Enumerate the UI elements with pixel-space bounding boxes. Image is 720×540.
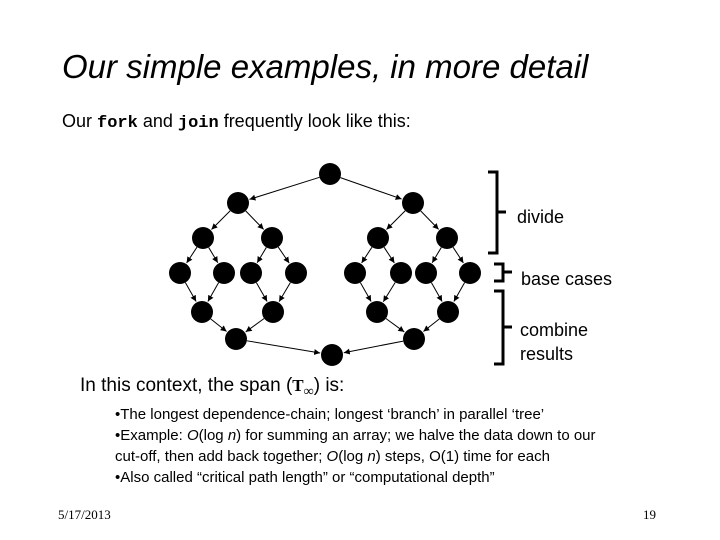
label-divide: divide xyxy=(517,207,565,227)
dag-edge-R2b-b8 xyxy=(452,246,464,264)
dag-edge-R1-R2a xyxy=(386,210,406,230)
dag-edge-b2-c1 xyxy=(207,282,220,302)
dag-edge-b8-c4 xyxy=(453,282,466,302)
span-prefix: In this context, the span ( xyxy=(80,375,293,396)
span-symbol: T∞ xyxy=(292,376,313,399)
dag-edge-b4-c2 xyxy=(278,282,291,302)
dag-edge-R2a-b6 xyxy=(383,246,395,264)
dag-edge-c3-d2 xyxy=(385,318,405,333)
bullet-2-line-1: •Example: O(log n) for summing an array;… xyxy=(115,427,596,444)
span-t: T xyxy=(292,376,304,395)
brace-divide xyxy=(488,170,499,255)
dag-edge-R2b-b7 xyxy=(431,247,442,263)
dag-node-b6 xyxy=(390,262,412,284)
dag-node-L2b xyxy=(261,227,283,249)
dag-node-b1 xyxy=(169,262,191,284)
dag-node-sink xyxy=(321,344,343,366)
dag-edge-L1-L2a xyxy=(211,210,231,230)
bullet-list: •The longest dependence-chain; longest ‘… xyxy=(115,404,705,488)
dag-node-b2 xyxy=(213,262,235,284)
dag-edge-L2a-b1 xyxy=(186,246,198,264)
dag-edge-b7-c4 xyxy=(430,282,443,302)
intro-suffix: frequently look like this: xyxy=(218,111,411,131)
dag-node-root xyxy=(319,163,341,185)
dag-nodes xyxy=(169,163,481,366)
dag-node-R1 xyxy=(402,192,424,214)
brace-combine xyxy=(494,289,505,366)
dag-edges xyxy=(184,176,466,356)
label-base-cases: base cases xyxy=(521,269,613,289)
footer-date: 5/17/2013 xyxy=(58,507,111,522)
dag-edge-b5-c3 xyxy=(359,282,372,302)
intro-line: Our fork and join frequently look like t… xyxy=(62,111,411,133)
dag-node-c3 xyxy=(366,301,388,323)
dag-node-d2 xyxy=(403,328,425,350)
dag-edge-root-R1 xyxy=(340,177,402,200)
dag-edge-d2-sink xyxy=(343,340,404,355)
dag-edge-root-L1 xyxy=(249,176,320,201)
dag-node-d1 xyxy=(225,328,247,350)
brace-base-cases xyxy=(494,262,505,283)
span-heading: In this context, the span (T∞) is: xyxy=(80,375,344,400)
dag-edge-L2a-b2 xyxy=(208,247,219,263)
dag-edge-L1-L2b xyxy=(245,210,264,230)
slide-title: Our simple examples, in more detail xyxy=(62,48,589,85)
slide-number: 19 xyxy=(643,507,656,522)
dag-node-c2 xyxy=(262,301,284,323)
dag-edge-c2-d1 xyxy=(245,318,265,333)
code-fork: fork xyxy=(97,114,138,133)
dag-edge-c1-d1 xyxy=(210,318,227,332)
bullet-2-line-2: cut-off, then add back together; O(log n… xyxy=(115,448,550,465)
dag-edge-L2b-b3 xyxy=(256,247,267,263)
dag-node-b7 xyxy=(415,262,437,284)
intro-mid: and xyxy=(137,111,178,131)
intro-prefix: Our xyxy=(62,111,98,131)
label-results: results xyxy=(520,344,574,364)
label-combine: combine xyxy=(520,320,589,340)
dag-edge-c4-d2 xyxy=(423,318,440,332)
dag-node-L1 xyxy=(227,192,249,214)
dag-node-c1 xyxy=(191,301,213,323)
dag-node-R2a xyxy=(367,227,389,249)
dag-edge-L2b-b4 xyxy=(277,246,290,264)
dag-node-b3 xyxy=(240,262,262,284)
span-infinity: ∞ xyxy=(303,383,314,400)
dag-node-c4 xyxy=(437,301,459,323)
dag-edge-b6-c3 xyxy=(382,282,396,303)
code-join: join xyxy=(177,114,219,133)
dag-node-R2b xyxy=(436,227,458,249)
dag-node-b4 xyxy=(285,262,307,284)
bullet-1: •The longest dependence-chain; longest ‘… xyxy=(115,406,545,423)
bullet-3: •Also called “critical path length” or “… xyxy=(115,469,495,486)
dag-node-b8 xyxy=(459,262,481,284)
dag-edge-d1-sink xyxy=(246,340,321,356)
dag-node-b5 xyxy=(344,262,366,284)
span-suffix: ) is: xyxy=(313,375,345,396)
dag-edge-b1-c1 xyxy=(184,282,197,302)
dag-edge-b3-c2 xyxy=(255,282,268,302)
dag-edge-R1-R2b xyxy=(420,210,439,230)
dag-edge-R2a-b5 xyxy=(361,246,373,264)
dag-node-L2a xyxy=(192,227,214,249)
